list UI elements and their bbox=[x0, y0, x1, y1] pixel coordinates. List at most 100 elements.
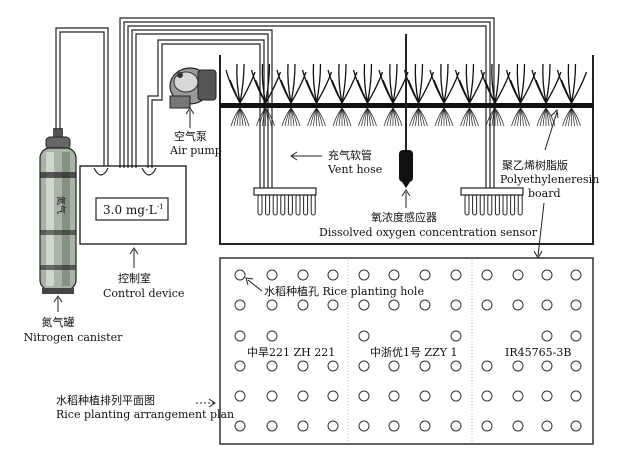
rice-leaf bbox=[468, 71, 486, 104]
vent-tube bbox=[310, 194, 316, 216]
rice-root bbox=[265, 107, 275, 127]
rice-planting-hole bbox=[481, 269, 493, 281]
vent-tube bbox=[464, 194, 470, 216]
rice-planting-hole bbox=[450, 390, 462, 402]
vent-tube bbox=[287, 194, 293, 216]
plan-arrow bbox=[196, 398, 216, 408]
board-label-cn: 聚乙烯树脂版 bbox=[502, 158, 568, 172]
rice-planting-hole bbox=[570, 390, 582, 402]
rice-planting-hole bbox=[266, 420, 278, 432]
rice-leaf bbox=[280, 79, 292, 104]
rice-planting-hole bbox=[419, 420, 431, 432]
rice-leaf bbox=[484, 79, 496, 104]
rice-leaf bbox=[366, 71, 384, 104]
rice-planting-hole bbox=[388, 269, 400, 281]
rice-planting-hole bbox=[541, 299, 553, 311]
vent-hose-left bbox=[253, 187, 317, 216]
vent-tube bbox=[472, 194, 478, 216]
rice-leaf bbox=[261, 63, 267, 104]
rice-leaf bbox=[491, 63, 496, 104]
vent-tube bbox=[295, 194, 301, 216]
rice-planting-hole bbox=[327, 360, 339, 372]
rice-planting-hole bbox=[419, 390, 431, 402]
rice-root bbox=[239, 107, 250, 127]
rice-root bbox=[571, 107, 581, 127]
rice-leaf bbox=[290, 63, 296, 104]
rice-planting-hole bbox=[297, 420, 309, 432]
rice-plant bbox=[276, 63, 307, 127]
rice-planting-hole bbox=[450, 299, 462, 311]
rice-planting-hole bbox=[388, 299, 400, 311]
rice-planting-hole bbox=[570, 360, 582, 372]
rice-plant bbox=[505, 63, 537, 127]
rice-root bbox=[341, 107, 352, 127]
rice-planting-hole bbox=[541, 360, 553, 372]
rice-leaf bbox=[287, 63, 292, 104]
vent-hose-right bbox=[460, 187, 524, 216]
rice-planting-hole bbox=[234, 330, 246, 342]
rice-planting-hole bbox=[297, 269, 309, 281]
rice-planting-hole bbox=[450, 269, 462, 281]
rice-leaf bbox=[545, 63, 551, 104]
rice-leaf bbox=[239, 71, 256, 104]
canister-label-cn: 氮气罐 bbox=[42, 315, 75, 329]
hole-label: 水稻种植孔 Rice planting hole bbox=[264, 284, 424, 298]
rice-plant bbox=[327, 63, 358, 127]
rice-plant bbox=[378, 63, 409, 127]
rice-plant bbox=[225, 63, 256, 127]
rice-leaf bbox=[494, 63, 500, 104]
rice-leaf bbox=[417, 71, 435, 104]
rice-planting-hole bbox=[541, 390, 553, 402]
rice-planting-hole bbox=[512, 299, 524, 311]
oxygen-readout-unit-exp: -1 bbox=[157, 203, 164, 211]
svg-text:3.0 mg·L-1: 3.0 mg·L-1 bbox=[103, 203, 164, 217]
rice-planting-hole bbox=[541, 330, 553, 342]
rice-leaf bbox=[417, 63, 424, 104]
rice-root bbox=[316, 107, 326, 127]
rice-leaf bbox=[465, 63, 471, 104]
rice-leaf bbox=[382, 79, 394, 104]
gas-tubes bbox=[55, 27, 109, 168]
canister-label-en: Nitrogen canister bbox=[24, 331, 123, 344]
rice-planting-hole bbox=[266, 360, 278, 372]
rice-planting-hole bbox=[388, 390, 400, 402]
variety-3: IR45765-3B bbox=[505, 346, 571, 359]
rice-leaf bbox=[516, 63, 522, 104]
rice-leaf bbox=[509, 79, 522, 104]
vent-tube bbox=[494, 194, 500, 216]
sensor-label-cn: 氧浓度感应器 bbox=[371, 210, 437, 224]
rice-plant bbox=[301, 63, 333, 127]
rice-planting-hole bbox=[541, 420, 553, 432]
rice-leaf bbox=[264, 63, 271, 104]
air-pump-label-en: Air pump bbox=[169, 144, 222, 157]
rice-planting-hole bbox=[358, 330, 370, 342]
rice-planting-hole bbox=[358, 269, 370, 281]
rice-leaf bbox=[315, 63, 322, 104]
rice-planting-hole bbox=[570, 330, 582, 342]
rice-planting-hole bbox=[266, 269, 278, 281]
rice-leaf bbox=[407, 79, 420, 104]
rice-planting-hole bbox=[512, 390, 524, 402]
rice-leaf bbox=[570, 71, 588, 104]
hole-arrow bbox=[245, 277, 263, 292]
rice-leaf bbox=[239, 63, 245, 104]
rice-leaf bbox=[567, 63, 573, 104]
rice-root bbox=[367, 107, 377, 127]
rice-leaf bbox=[535, 79, 547, 104]
rice-planting-hole bbox=[419, 269, 431, 281]
rice-planting-hole bbox=[297, 390, 309, 402]
rice-leaf bbox=[458, 79, 471, 104]
vent-hose-label-en: Vent hose bbox=[327, 163, 382, 176]
control-label-en: Control device bbox=[103, 287, 184, 300]
rice-leaf bbox=[254, 79, 267, 104]
rice-planting-hole bbox=[327, 390, 339, 402]
rice-leaf bbox=[338, 63, 343, 104]
oxygen-sensor bbox=[399, 34, 413, 188]
rice-planting-hole bbox=[327, 299, 339, 311]
rice-leaf bbox=[433, 79, 445, 104]
rice-leaf bbox=[341, 63, 347, 104]
rice-leaf bbox=[389, 63, 394, 104]
rice-plant bbox=[403, 63, 435, 127]
board-arrow bbox=[544, 108, 559, 151]
rice-root bbox=[392, 107, 403, 127]
